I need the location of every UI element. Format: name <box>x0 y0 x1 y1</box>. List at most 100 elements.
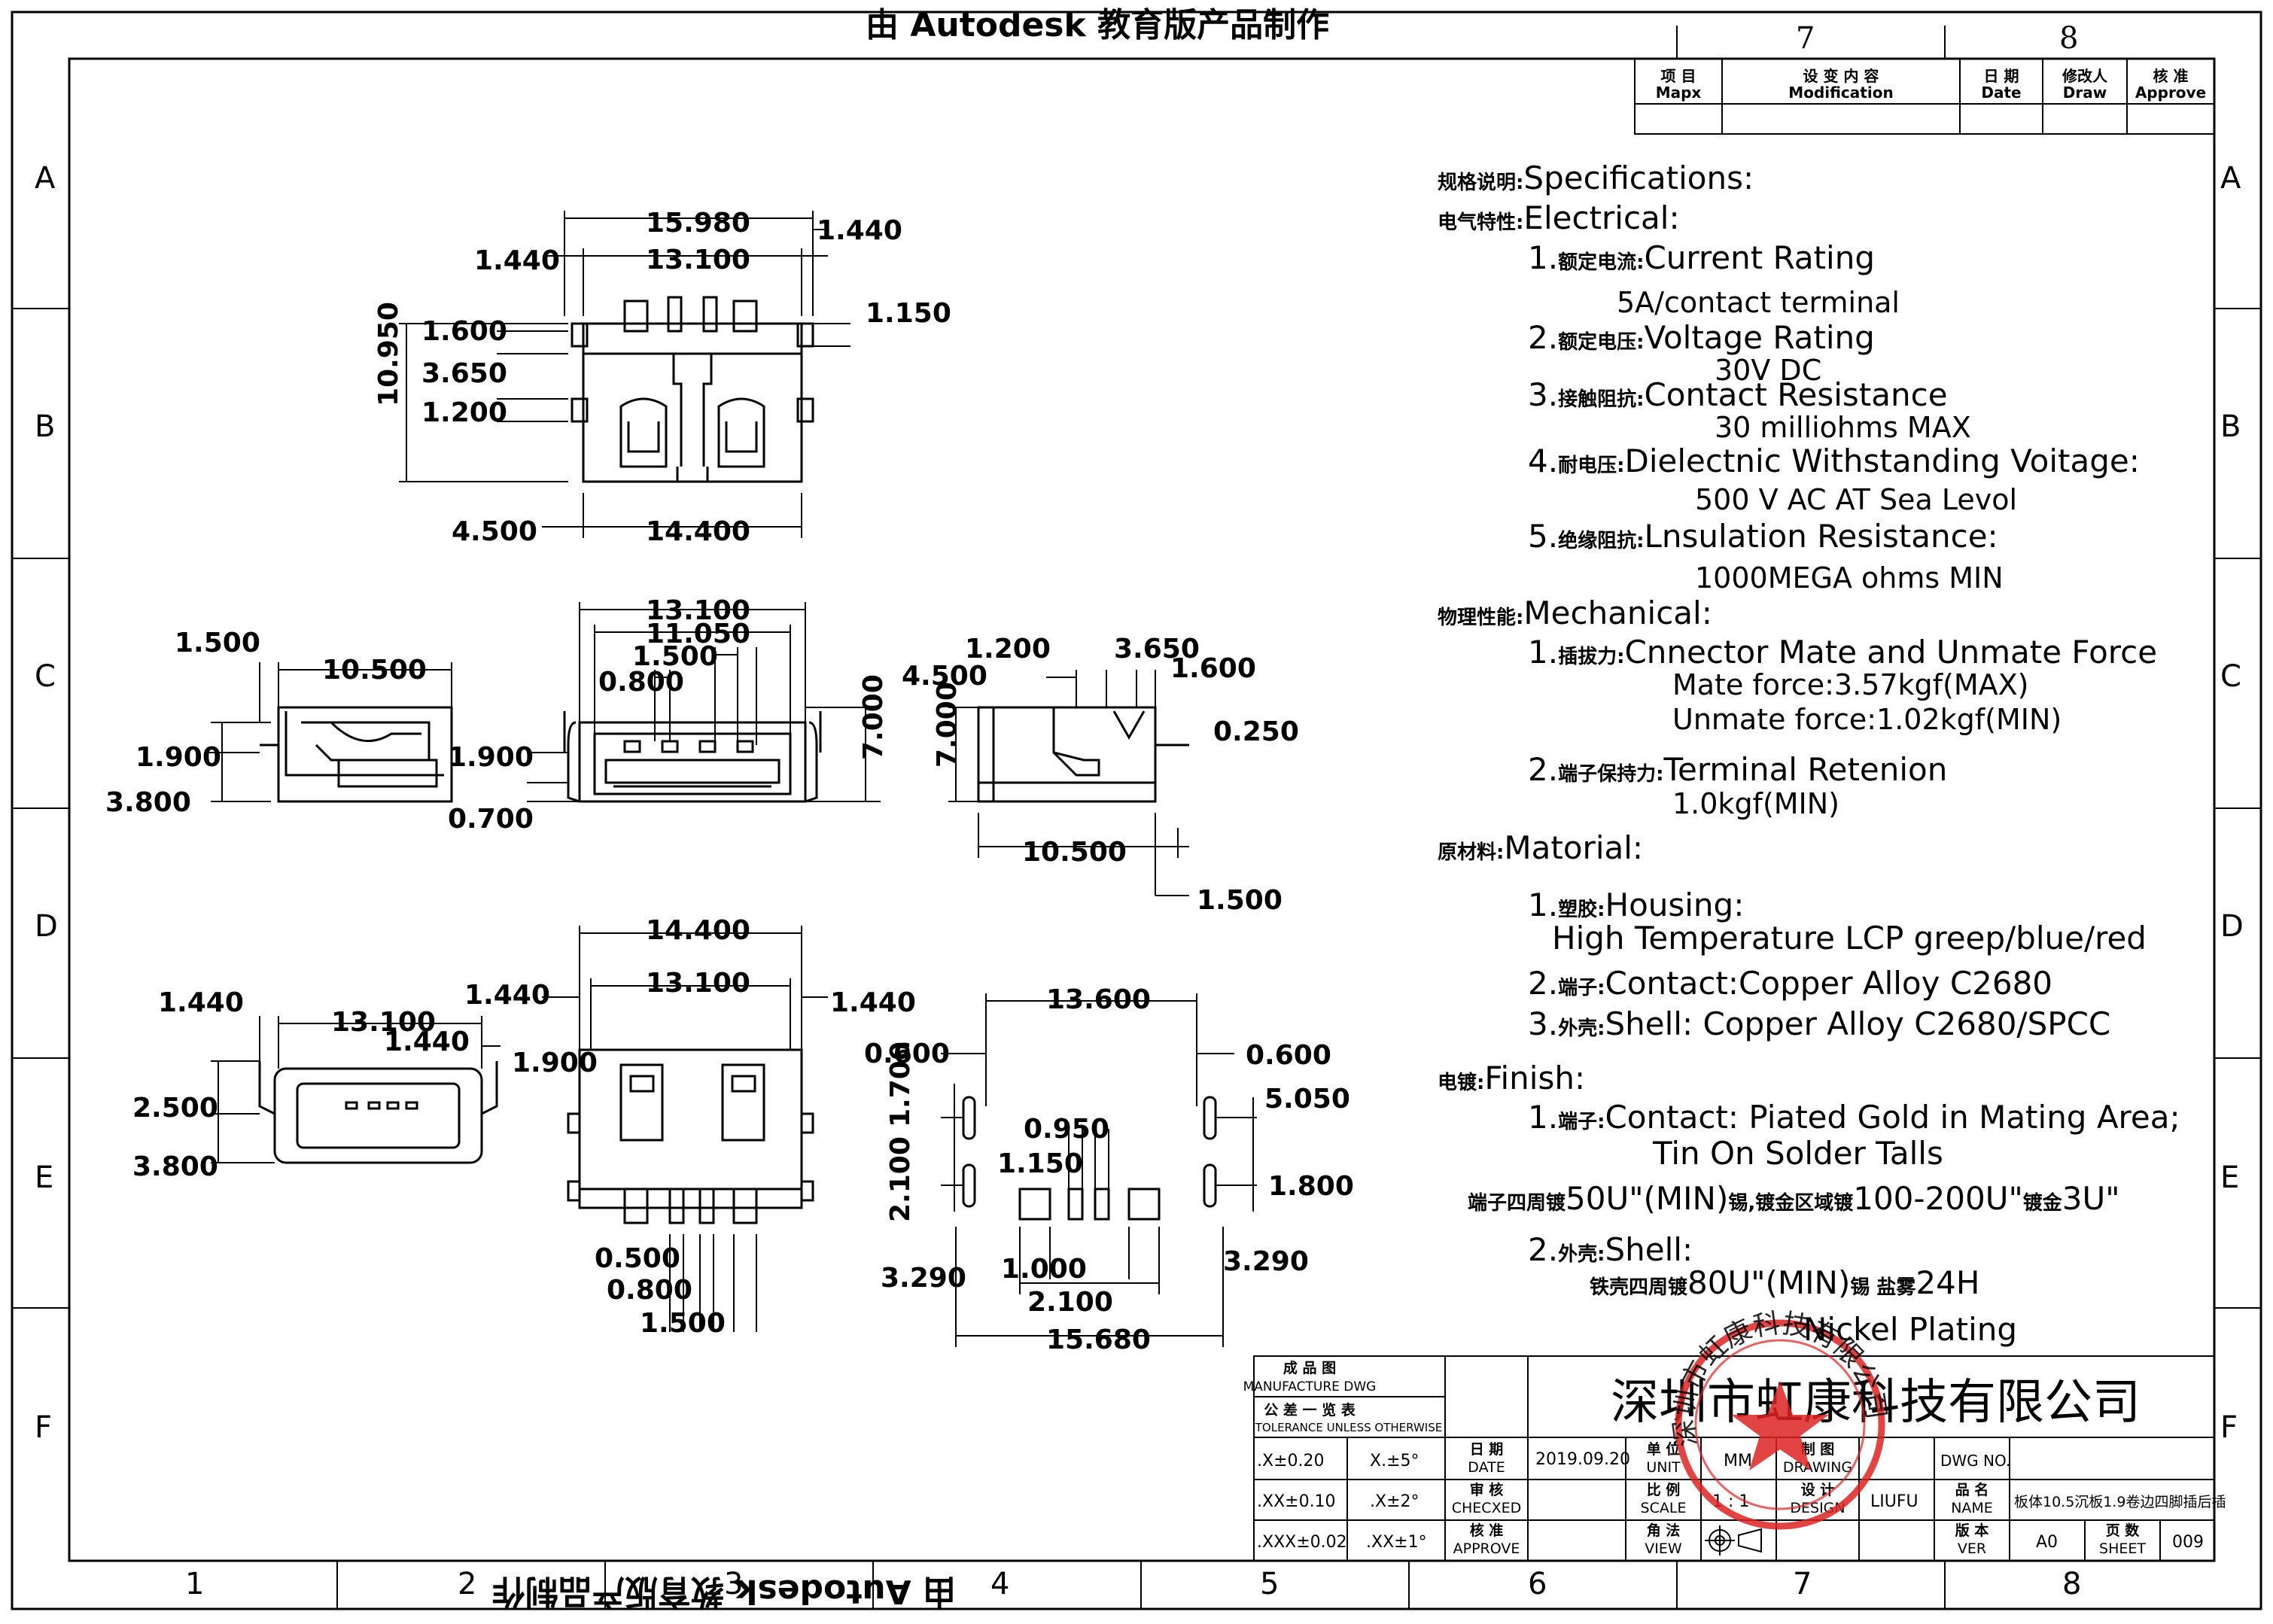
dim-top-view-3: 13.100 <box>646 245 750 275</box>
dim-bottom-view-0: 14.400 <box>646 915 750 946</box>
projection-symbol-icon <box>1705 1525 1762 1556</box>
hous-value: High Temperature LCP greep/blue/red <box>1552 920 2147 956</box>
rev-h0-en: Mapx <box>1656 84 1702 102</box>
smat-label: Shell: Copper Alloy C2680/SPCC <box>1605 1005 2111 1042</box>
ins-cn: 绝缘阻抗: <box>1558 530 1645 552</box>
res-cn: 接触阻抗: <box>1558 388 1645 411</box>
dim-right-side-3: 4.500 <box>902 661 987 692</box>
fsd-cn1: 铁壳四周镀 <box>1590 1276 1688 1299</box>
mat-cn: 原材料: <box>1438 841 1505 864</box>
column-label-2: 2 <box>458 1567 476 1601</box>
mate-value: Mate force:3.57kgf(MAX) <box>1672 668 2029 701</box>
row-label-B-R: B <box>2220 409 2241 444</box>
mate-num: 1. <box>1528 634 1559 671</box>
tb-date-value: 2019.09.20 <box>1535 1450 1630 1469</box>
tb-tol-cn: 公 差 一 览 表 <box>1264 1401 1356 1419</box>
ins-label: Lnsulation Resistance: <box>1644 518 1998 555</box>
tb-view-cn: 角 法 <box>1647 1522 1681 1539</box>
dim-right-side-4: 0.250 <box>1213 716 1299 747</box>
rev-h0-cn: 项 目 <box>1661 67 1696 85</box>
tb-sheet-en: SHEET <box>2099 1540 2146 1557</box>
dim-footprint-11: 3.290 <box>1223 1246 1309 1277</box>
dim-footprint-0: 13.600 <box>1046 984 1151 1015</box>
dim-footprint-13: 15.680 <box>1046 1324 1151 1355</box>
dim-bottom-left-2: 1.440 <box>464 980 550 1011</box>
dim-top-view-9: 4.500 <box>452 516 537 547</box>
spec-line: 30V DC <box>1715 354 1821 387</box>
tb-tol-lin-2: .XXX±0.02 <box>1257 1533 1347 1552</box>
rev-h1-cn: 设 变 内 容 <box>1803 67 1879 85</box>
res-value: 30 milliohms MAX <box>1715 411 1971 444</box>
dim-bottom-view-5: 1.500 <box>640 1308 726 1339</box>
rev-h3-en: Draw <box>2063 84 2107 102</box>
title-block <box>1253 1355 2215 1562</box>
tb-scale-en: SCALE <box>1641 1500 1687 1516</box>
res-label: Contact Resistance <box>1644 376 1948 413</box>
fcd-v1: 50U"(MIN) <box>1566 1180 1729 1217</box>
row-label-A-R: A <box>2220 161 2241 196</box>
tb-design-value: LIUFU <box>1870 1492 1919 1511</box>
dim-footprint-12: 2.100 <box>1027 1287 1113 1318</box>
dim-footprint-9: 3.290 <box>881 1263 966 1294</box>
tb-sheet-cn: 页 数 <box>2106 1522 2141 1539</box>
tb-ver-value: A0 <box>2036 1533 2058 1552</box>
electrical-cn: 电气特性: <box>1438 211 1524 234</box>
fin-cn: 电镀: <box>1438 1072 1485 1094</box>
tb-tol-en: TOLERANCE UNLESS OTHERWISE <box>1255 1421 1442 1434</box>
column-label-5: 5 <box>1260 1567 1279 1601</box>
tb-tol-ang-0: X.±5° <box>1370 1452 1419 1470</box>
row-label-C-L: C <box>35 659 56 694</box>
electrical-title: Electrical: <box>1523 199 1680 236</box>
dim-footprint-10: 1.000 <box>1001 1254 1087 1285</box>
tb-unit-value: MM <box>1724 1452 1752 1470</box>
dim-left-side-0: 1.500 <box>175 628 260 658</box>
row-label-D-L: D <box>35 909 58 944</box>
dim-front-6: 7.000 <box>858 674 889 760</box>
tb-unit-cn: 单 位 <box>1647 1440 1681 1458</box>
spec-line: 2.端子:Contact:Copper Alloy C2680 <box>1528 965 2052 1002</box>
fs-cn: 外壳: <box>1558 1243 1605 1266</box>
spec-line: Nickel Plating <box>1803 1311 2017 1348</box>
spec-line: 30 milliohms MAX <box>1715 411 1971 444</box>
rev-col-8: 8 <box>2059 21 2078 56</box>
row-label-D-R: D <box>2220 909 2244 944</box>
voltage-value: 30V DC <box>1715 354 1822 387</box>
spec-line: 物理性能:Mechanical: <box>1438 595 1712 631</box>
smat-num: 3. <box>1528 1005 1559 1042</box>
row-label-E-L: E <box>35 1160 53 1195</box>
spec-line: 5.绝缘阻抗:Lnsulation Resistance: <box>1528 518 1998 555</box>
dim-right-side-1: 3.650 <box>1114 634 1200 665</box>
dim-front-1: 11.050 <box>646 619 750 649</box>
fcd-cn1: 端子四周镀 <box>1468 1192 1566 1215</box>
tb-scale-cn: 比 例 <box>1647 1481 1681 1498</box>
ret-label: Terminal Retenion <box>1663 751 1948 788</box>
dim-bottom-left-5: 2.500 <box>132 1093 218 1124</box>
cmat-label: Contact:Copper Alloy C2680 <box>1605 965 2053 1002</box>
dim-top-view-1: 1.440 <box>474 245 560 276</box>
ret-cn: 端子保持力: <box>1558 763 1664 786</box>
spec-line: 1.塑胶:Housing: <box>1528 887 1744 923</box>
voltage-cn: 额定电压: <box>1558 331 1645 354</box>
spec-title-cn: 规格说明: <box>1438 172 1524 194</box>
dim-right-side-7: 1.500 <box>1197 885 1283 916</box>
spec-line: 1000MEGA ohms MIN <box>1695 561 2004 595</box>
tb-ver-cn: 版 本 <box>1955 1522 1989 1539</box>
rev-col-7: 7 <box>1796 21 1815 56</box>
dim-left-side-3: 3.800 <box>105 787 191 818</box>
diel-value: 500 V AC AT Sea Levol <box>1695 483 2018 516</box>
fc-cn: 端子: <box>1558 1111 1605 1133</box>
fsd-cn2: 锡 盐雾 <box>1850 1276 1916 1299</box>
spec-title: Specifications: <box>1523 160 1754 196</box>
row-label-E-R: E <box>2220 1160 2239 1195</box>
row-label-F-R: F <box>2220 1410 2238 1445</box>
dim-bottom-left-1: 13.100 <box>331 1007 436 1038</box>
tb-name-cn: 品 名 <box>1955 1481 1989 1498</box>
tb-dwgno: DWG NO. <box>1940 1452 2010 1470</box>
hous-cn: 塑胶: <box>1558 899 1605 921</box>
dim-top-view-5: 1.600 <box>421 316 507 347</box>
row-label-C-R: C <box>2220 659 2241 694</box>
ret-num: 2. <box>1528 751 1559 788</box>
spec-line: 3.接触阻抗:Contact Resistance <box>1528 376 1948 413</box>
fcd-cn3: 镀金 <box>2022 1192 2062 1215</box>
rev-h4-en: Approve <box>2135 84 2206 102</box>
